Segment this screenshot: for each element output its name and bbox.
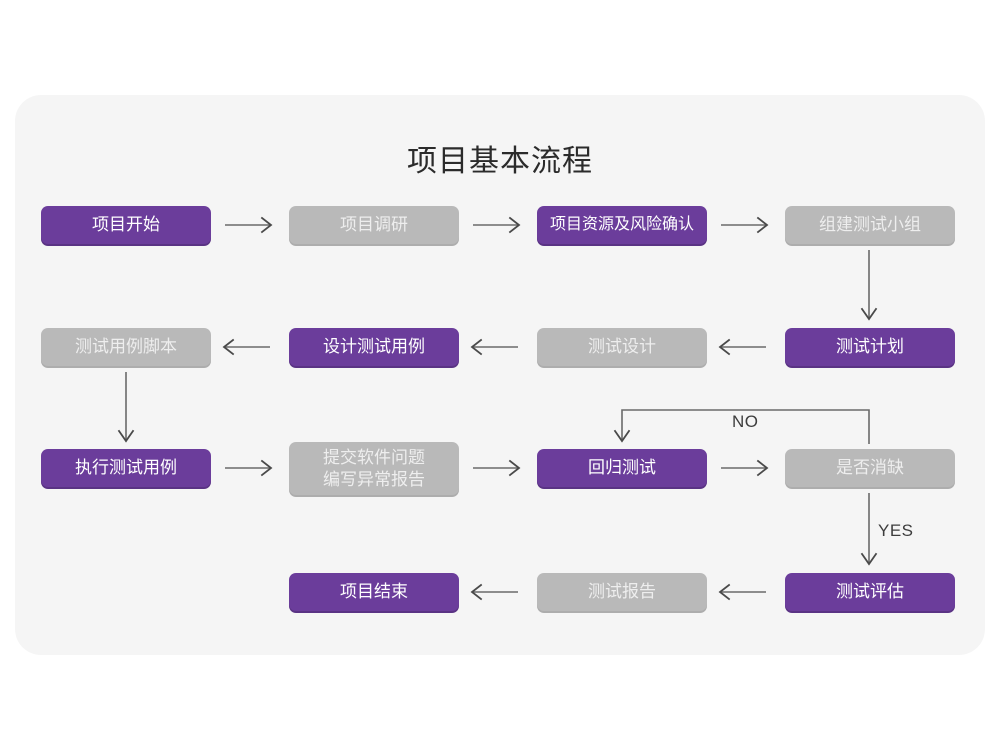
node-test-evaluation[interactable]: 测试评估 (785, 573, 955, 611)
node-design-test-case[interactable]: 设计测试用例 (289, 328, 459, 366)
diagram-card (15, 95, 985, 655)
node-project-end[interactable]: 项目结束 (289, 573, 459, 611)
node-test-design[interactable]: 测试设计 (537, 328, 707, 366)
page-title: 项目基本流程 (407, 145, 593, 178)
node-test-plan[interactable]: 测试计划 (785, 328, 955, 366)
edge-label-yes: YES (878, 521, 914, 540)
node-execute-test-case[interactable]: 执行测试用例 (41, 449, 211, 487)
node-form-test-team[interactable]: 组建测试小组 (785, 206, 955, 244)
node-project-research[interactable]: 项目调研 (289, 206, 459, 244)
node-test-case-script[interactable]: 测试用例脚本 (41, 328, 211, 366)
node-defect-cleared[interactable]: 是否消缺 (785, 449, 955, 487)
node-resource-risk-confirm[interactable]: 项目资源及风险确认 (537, 206, 707, 244)
node-project-start[interactable]: 项目开始 (41, 206, 211, 244)
edge-label-no: NO (732, 412, 759, 431)
node-regression-test[interactable]: 回归测试 (537, 449, 707, 487)
node-test-report[interactable]: 测试报告 (537, 573, 707, 611)
node-submit-issue-report[interactable]: 提交软件问题 编写异常报告 (289, 442, 459, 495)
